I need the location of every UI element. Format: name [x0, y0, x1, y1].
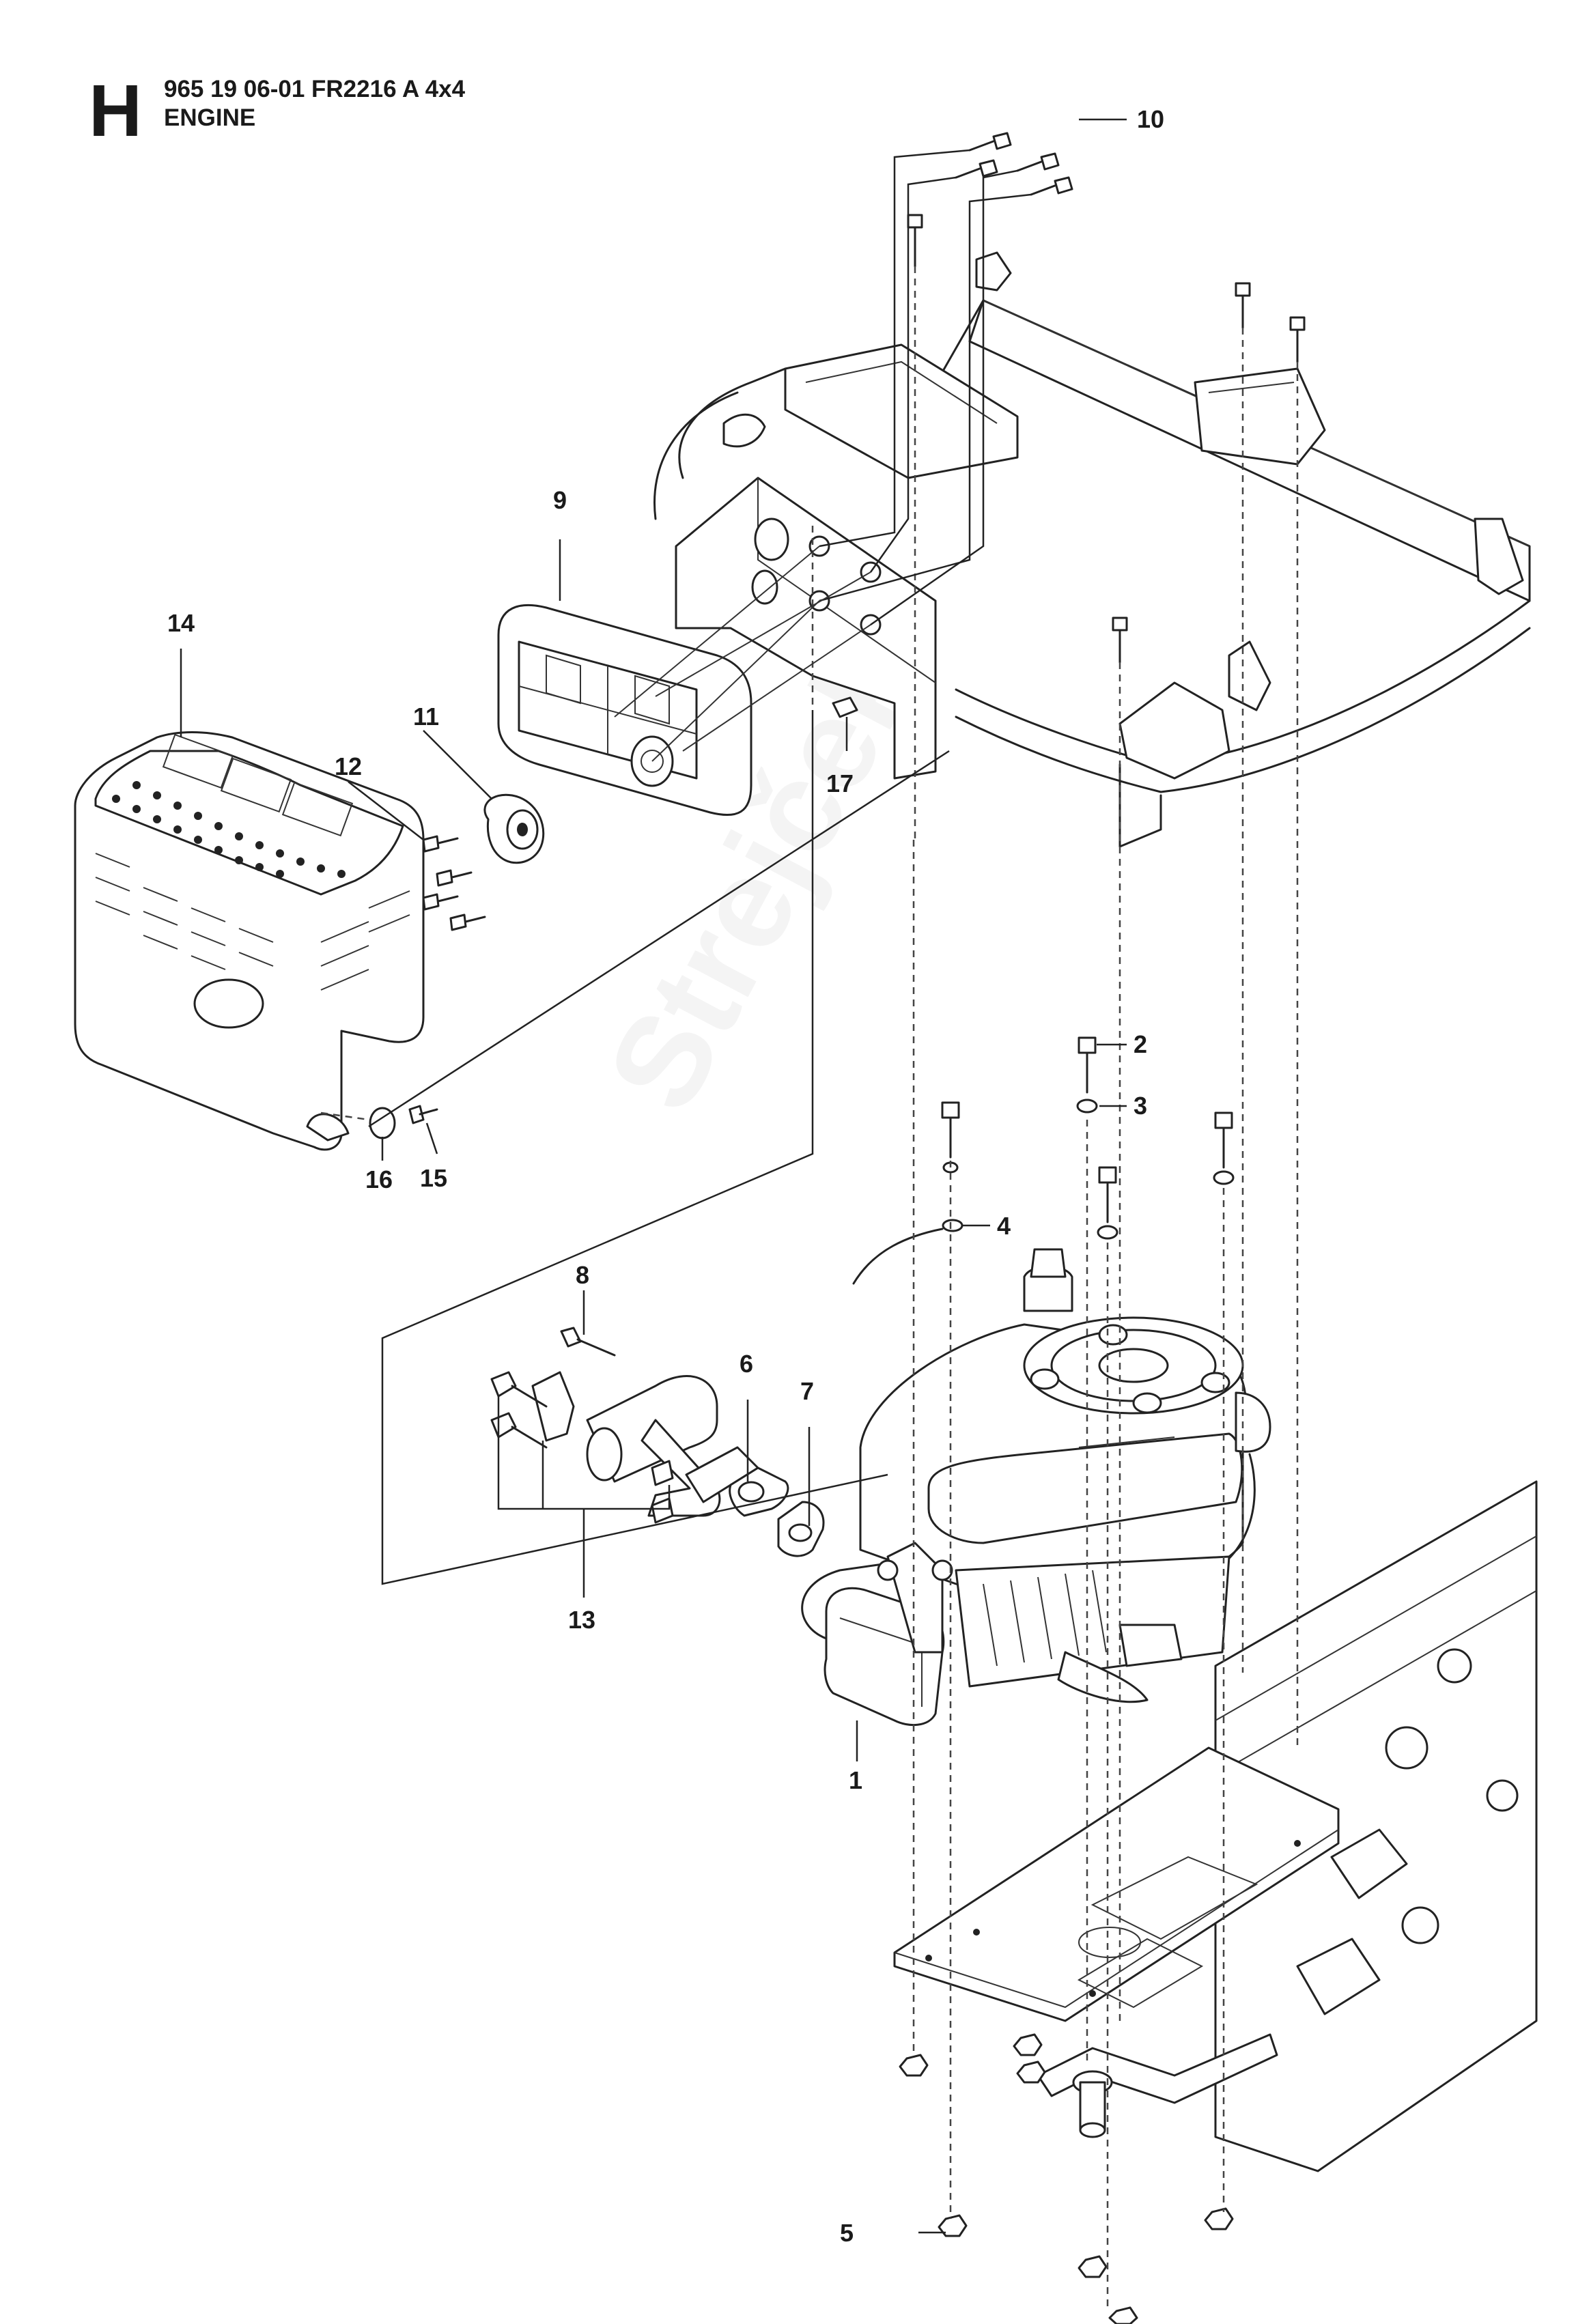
- air-filter-element: [497, 604, 752, 817]
- fasteners: [369, 132, 1306, 2324]
- callout-leaders: [180, 118, 1127, 2234]
- mower-frame: [653, 251, 1538, 2172]
- callout-10: 10: [1137, 105, 1164, 133]
- callout-labels: 10 9 14 11 12 17 16 15 2 3 4 8 6 7 13 1 …: [167, 105, 1164, 2247]
- filter-cap: [483, 793, 545, 864]
- callout-7: 7: [800, 1377, 814, 1405]
- section-letter: H: [89, 69, 142, 152]
- callout-12: 12: [335, 752, 362, 780]
- engine: [801, 1248, 1271, 1727]
- callout-6: 6: [740, 1350, 753, 1378]
- callout-1: 1: [849, 1766, 862, 1794]
- part-number-title: 965 19 06-01 FR2216 A 4x4: [164, 76, 466, 102]
- callout-14: 14: [167, 609, 195, 637]
- callout-9: 9: [553, 486, 567, 514]
- exhaust-assembly: [490, 1327, 825, 1557]
- callout-15: 15: [420, 1164, 447, 1192]
- engine-mounting-plate: [893, 1746, 1340, 2138]
- callout-16: 16: [365, 1165, 393, 1193]
- callout-4: 4: [997, 1212, 1011, 1240]
- assembly-lines: [320, 149, 1299, 2308]
- callout-17: 17: [826, 769, 854, 797]
- callout-2: 2: [1134, 1030, 1147, 1058]
- callout-5: 5: [840, 2219, 854, 2247]
- bolts-10: [955, 132, 1073, 196]
- callout-8: 8: [576, 1261, 589, 1289]
- assembly-subtitle: ENGINE: [164, 104, 256, 131]
- callout-11: 11: [413, 703, 439, 731]
- callout-3: 3: [1134, 1092, 1147, 1120]
- air-filter-cover: [74, 731, 425, 1151]
- callout-13: 13: [568, 1606, 595, 1634]
